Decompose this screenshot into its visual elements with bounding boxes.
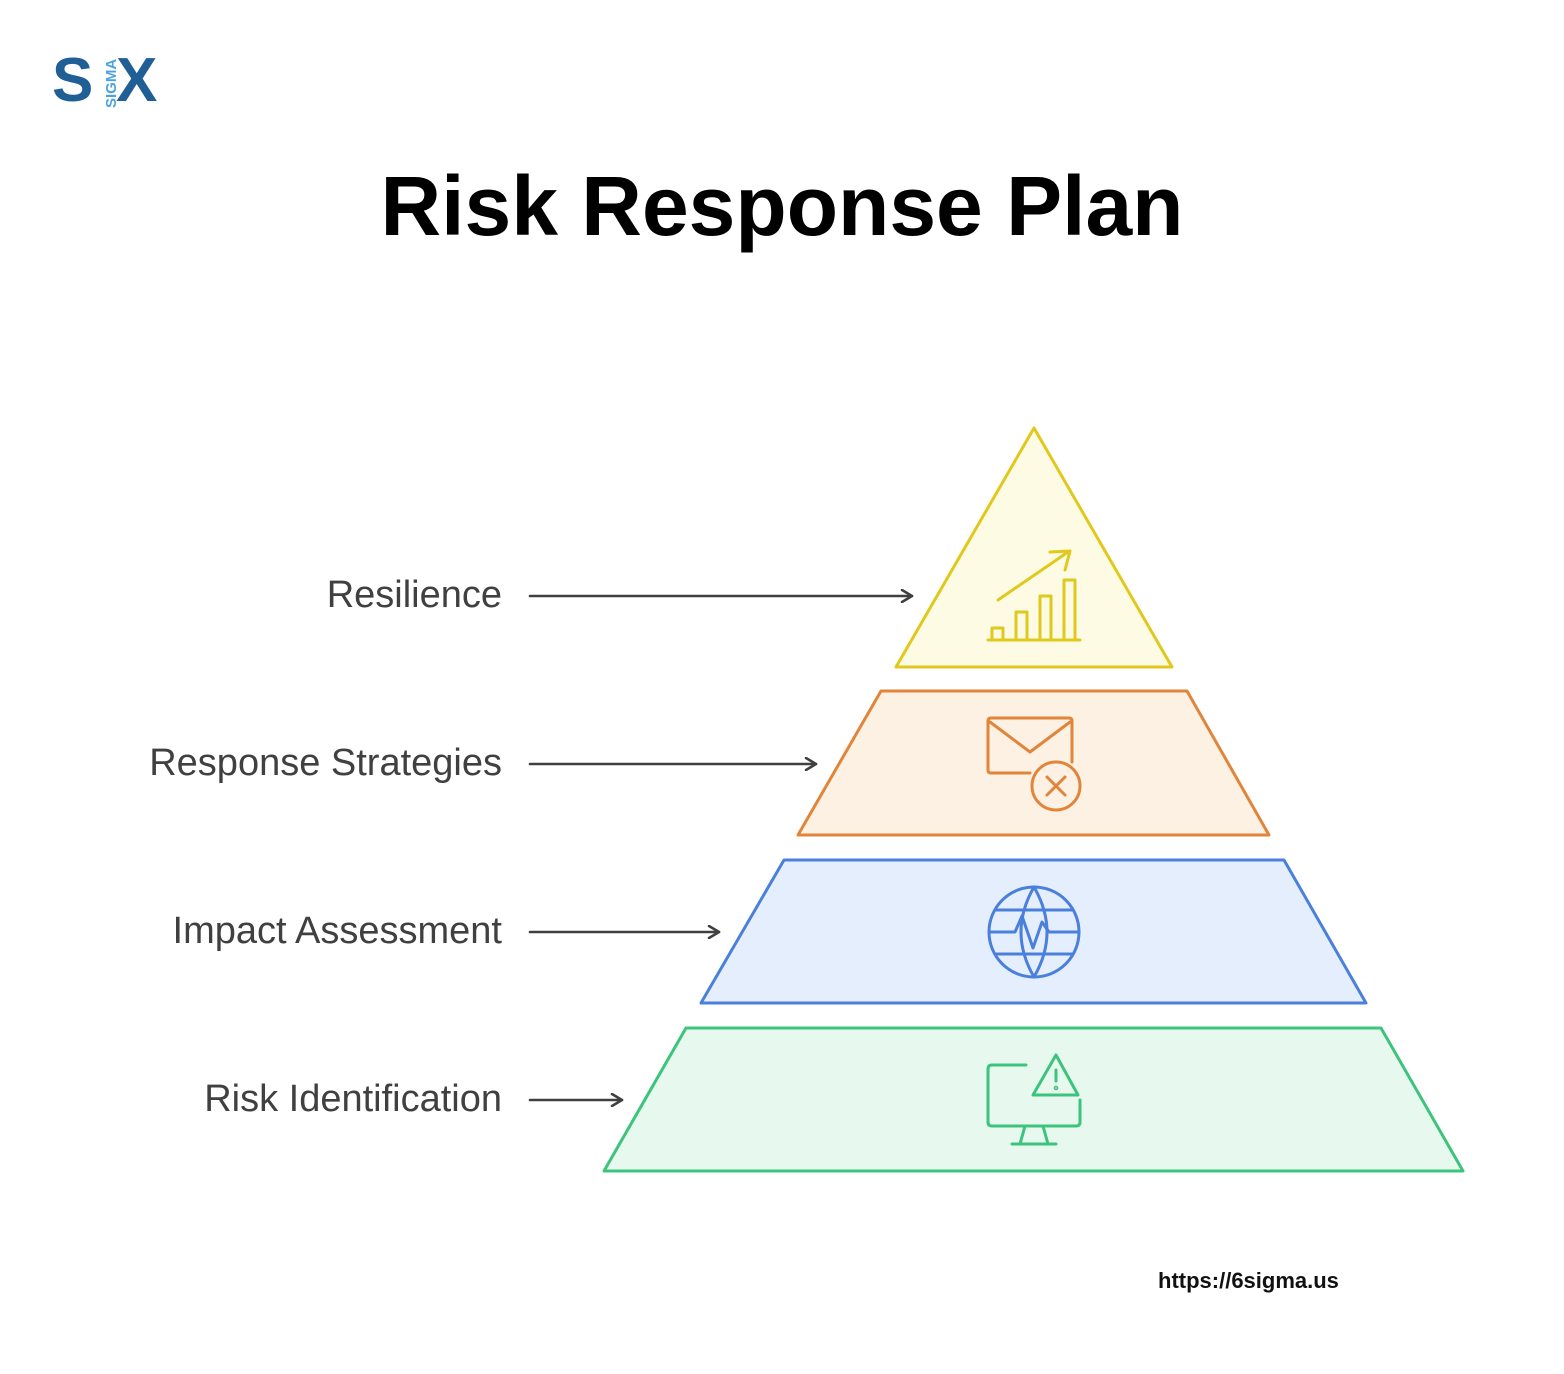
label-response-strategies: Response Strategies xyxy=(149,742,502,784)
logo-letter-x: X xyxy=(116,46,158,115)
sixsigma-logo: S SIGMA X xyxy=(50,48,170,118)
label-impact-assessment: Impact Assessment xyxy=(172,910,502,952)
page-title: Risk Response Plan xyxy=(380,159,1184,253)
footer-url[interactable]: https://6sigma.us xyxy=(1158,1268,1339,1293)
pyramid-level-risk-identification xyxy=(602,1026,1465,1173)
label-resilience: Resilience xyxy=(326,574,502,616)
monitor-warning-icon xyxy=(986,1053,1082,1146)
pyramid-level-resilience xyxy=(894,426,1174,669)
globe-pulse-icon xyxy=(987,885,1081,979)
pyramid-level-response-strategies xyxy=(796,689,1271,837)
logo-letter-s: S xyxy=(52,46,94,115)
growth-chart-icon xyxy=(986,549,1082,642)
label-risk-identification: Risk Identification xyxy=(204,1078,502,1120)
mail-cancel-icon xyxy=(986,716,1082,812)
pyramid-level-impact-assessment xyxy=(699,858,1368,1005)
